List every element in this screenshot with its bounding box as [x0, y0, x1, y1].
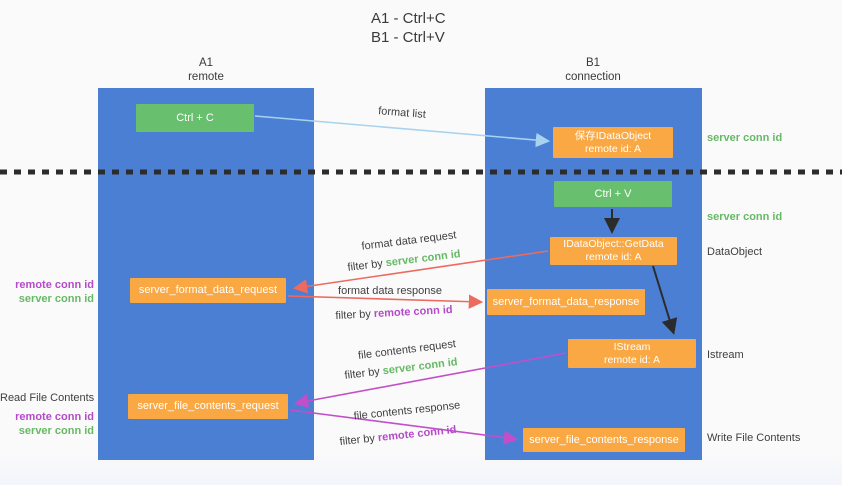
dataobject-label: DataObject: [707, 246, 763, 258]
format-data-response-label: format data response: [338, 285, 442, 297]
node-istream-line2: remote id: A: [603, 353, 661, 366]
lane-right-title: B1: [585, 57, 601, 69]
filter-by-text: filter by: [346, 257, 384, 274]
node-server-format-data-request[interactable]: server_format_data_request: [130, 278, 286, 303]
lane-left-subtitle: remote: [188, 71, 224, 83]
node-server-file-contents-response[interactable]: server_file_contents_response: [523, 428, 685, 452]
diagram-title: A1 - Ctrl+C B1 - Ctrl+V: [371, 9, 446, 47]
server-conn-id-label-mid: server conn id: [707, 211, 783, 223]
remote-conn-id-label-file: remote conn id: [15, 411, 94, 423]
read-file-contents-label: Read File Contents: [0, 392, 95, 404]
format-list-label: format list: [377, 105, 427, 121]
title-line-2: B1 - Ctrl+V: [371, 29, 445, 46]
remote-conn-id-text: remote conn id: [373, 303, 453, 321]
lane-left-title: A1: [198, 57, 214, 69]
filter-by-text: filter by: [343, 365, 381, 382]
istream-label: Istream: [707, 349, 744, 361]
server-conn-id-text: server conn id: [382, 356, 459, 378]
filter-by-text: filter by: [335, 308, 372, 323]
server-conn-id-label-file: server conn id: [18, 425, 94, 437]
node-ctrl-v-label: Ctrl + V: [594, 187, 632, 200]
remote-conn-id-text: remote conn id: [377, 423, 457, 445]
node-server-format-data-response[interactable]: server_format_data_response: [487, 289, 645, 315]
node-server-file-contents-request-label: server_file_contents_request: [137, 400, 279, 412]
node-save-idataobject[interactable]: 保存IDataObject remote id: A: [553, 127, 673, 158]
node-server-format-data-response-label: server_format_data_response: [492, 295, 640, 308]
title-line-1: A1 - Ctrl+C: [371, 10, 446, 27]
node-save-idataobject-line2: remote id: A: [584, 142, 642, 155]
node-server-file-contents-response-label: server_file_contents_response: [529, 433, 679, 446]
server-conn-id-label-top: server conn id: [707, 132, 783, 144]
remote-conn-id-label-format: remote conn id: [15, 279, 94, 291]
node-save-idataobject-line1: 保存IDataObject: [574, 129, 652, 142]
file-contents-response-label: file contents response: [353, 399, 461, 423]
server-conn-id-label-format: server conn id: [18, 293, 94, 305]
node-ctrl-c[interactable]: Ctrl + C: [136, 104, 254, 132]
write-file-contents-label: Write File Contents: [707, 432, 801, 444]
node-idataobject-getdata[interactable]: IDataObject::GetData remote id: A: [550, 237, 677, 265]
server-conn-id-text: server conn id: [385, 248, 462, 270]
node-istream[interactable]: IStream remote id: A: [568, 339, 696, 368]
node-server-file-contents-request[interactable]: server_file_contents_request: [128, 394, 288, 419]
filter-by-text: filter by: [339, 432, 376, 449]
lane-right-header: B1 connection: [533, 56, 653, 84]
node-ctrl-c-label: Ctrl + C: [176, 111, 214, 124]
lane-right-subtitle: connection: [565, 71, 621, 83]
node-server-format-data-request-label: server_format_data_request: [138, 284, 278, 296]
lane-left-header: A1 remote: [146, 56, 266, 84]
node-istream-line1: IStream: [613, 340, 651, 353]
node-getdata-line2: remote id: A: [585, 251, 642, 263]
node-getdata-line1: IDataObject::GetData: [563, 238, 664, 250]
node-ctrl-v[interactable]: Ctrl + V: [554, 181, 672, 207]
